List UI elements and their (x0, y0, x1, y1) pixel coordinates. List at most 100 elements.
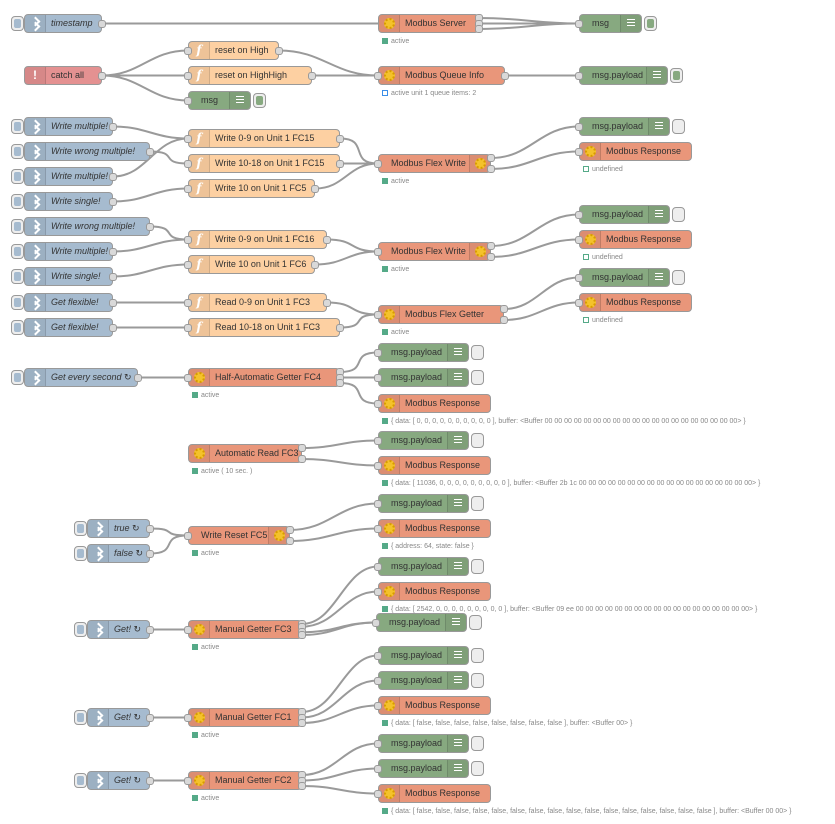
input-port[interactable] (374, 159, 382, 168)
node-dbg-mg2a[interactable]: msg.payload (378, 734, 469, 753)
node-inj-wm1[interactable]: Write multiple! (24, 117, 113, 136)
output-port[interactable] (336, 379, 344, 387)
wire[interactable] (112, 238, 189, 253)
wire[interactable] (301, 565, 379, 625)
debug-toggle-button[interactable] (253, 93, 266, 108)
node-inj-ws1[interactable]: Write single! (24, 192, 113, 211)
input-port[interactable] (374, 310, 382, 319)
input-port[interactable] (184, 776, 192, 785)
input-port[interactable] (575, 273, 583, 282)
input-port[interactable] (184, 625, 192, 634)
input-port[interactable] (184, 323, 192, 332)
node-resp-fw2[interactable]: Modbus Response (579, 230, 692, 249)
node-dbg-ha1[interactable]: msg.payload (378, 343, 469, 362)
debug-toggle-button[interactable] (471, 673, 484, 688)
debug-toggle-button[interactable] (471, 370, 484, 385)
output-port[interactable] (146, 549, 154, 558)
wire[interactable] (339, 313, 379, 329)
inject-trigger-button[interactable] (11, 219, 24, 234)
node-resp-ha[interactable]: Modbus Response (378, 394, 491, 413)
debug-toggle-button[interactable] (471, 559, 484, 574)
debug-toggle-button[interactable] (471, 736, 484, 751)
debug-toggle-button[interactable] (471, 761, 484, 776)
wire[interactable] (301, 704, 379, 724)
inject-trigger-button[interactable] (11, 194, 24, 209)
wire[interactable] (101, 49, 189, 77)
input-port[interactable] (184, 298, 192, 307)
input-port[interactable] (575, 71, 583, 80)
node-dbg-mg1b[interactable]: msg.payload (378, 671, 469, 690)
debug-toggle-button[interactable] (672, 207, 685, 222)
input-port[interactable] (374, 764, 382, 773)
node-modbus-server[interactable]: Modbus Server (378, 14, 479, 33)
output-port[interactable] (109, 298, 117, 307)
output-port[interactable] (336, 323, 344, 332)
output-port[interactable] (109, 247, 117, 256)
node-resp-mg2[interactable]: Modbus Response (378, 784, 491, 803)
debug-toggle-button[interactable] (672, 270, 685, 285)
node-inj-get1[interactable]: Get! ↻ (87, 708, 150, 727)
inject-trigger-button[interactable] (74, 710, 87, 725)
node-inj-ws2[interactable]: Write single! (24, 267, 113, 286)
inject-trigger-button[interactable] (11, 320, 24, 335)
output-port[interactable] (146, 625, 154, 634)
node-dbg-fw2[interactable]: msg.payload (579, 205, 670, 224)
input-port[interactable] (374, 71, 382, 80)
inject-trigger-button[interactable] (11, 119, 24, 134)
input-port[interactable] (184, 71, 192, 80)
output-port[interactable] (475, 25, 483, 33)
output-port[interactable] (298, 782, 306, 790)
inject-trigger-button[interactable] (11, 144, 24, 159)
node-inj-wwm1[interactable]: Write wrong multiple! (24, 142, 150, 161)
output-port[interactable] (146, 776, 154, 785)
wire[interactable] (301, 785, 379, 795)
input-port[interactable] (374, 348, 382, 357)
node-dbg-fg[interactable]: msg.payload (579, 268, 670, 287)
input-port[interactable] (575, 122, 583, 131)
output-port[interactable] (275, 46, 283, 55)
input-port[interactable] (374, 461, 382, 470)
node-flex-write1[interactable]: Modbus Flex Write (378, 154, 491, 173)
node-dbg-mg3a[interactable]: msg.payload (378, 557, 469, 576)
node-dbg-mg2b[interactable]: msg.payload (378, 759, 469, 778)
input-port[interactable] (575, 210, 583, 219)
wire[interactable] (301, 439, 379, 449)
inject-trigger-button[interactable] (74, 521, 87, 536)
output-port[interactable] (323, 298, 331, 307)
input-port[interactable] (374, 562, 382, 571)
inject-trigger-button[interactable] (74, 773, 87, 788)
debug-toggle-button[interactable] (471, 433, 484, 448)
output-port[interactable] (501, 71, 509, 80)
inject-trigger-button[interactable] (11, 16, 24, 31)
debug-toggle-button[interactable] (469, 615, 482, 630)
input-port[interactable] (374, 676, 382, 685)
input-port[interactable] (184, 260, 192, 269)
wire[interactable] (478, 17, 580, 25)
node-queue-info[interactable]: Modbus Queue Info (378, 66, 505, 85)
wire[interactable] (478, 22, 580, 30)
debug-toggle-button[interactable] (672, 119, 685, 134)
input-port[interactable] (184, 46, 192, 55)
debug-toggle-button[interactable] (471, 648, 484, 663)
output-port[interactable] (98, 19, 106, 28)
node-catch-all[interactable]: !catch all (24, 66, 102, 85)
wire[interactable] (490, 125, 580, 159)
inject-trigger-button[interactable] (74, 546, 87, 561)
wire[interactable] (301, 621, 377, 636)
input-port[interactable] (575, 19, 583, 28)
output-port[interactable] (487, 154, 495, 162)
node-dbg-mg1a[interactable]: msg.payload (378, 646, 469, 665)
output-port[interactable] (298, 444, 306, 452)
input-port[interactable] (184, 713, 192, 722)
inject-trigger-button[interactable] (11, 244, 24, 259)
output-port[interactable] (311, 184, 319, 193)
node-flex-write2[interactable]: Modbus Flex Write (378, 242, 491, 261)
output-port[interactable] (336, 159, 344, 168)
node-dbg-wr[interactable]: msg.payload (378, 494, 469, 513)
node-write-reset[interactable]: Write Reset FC5 (188, 526, 290, 545)
wire[interactable] (112, 187, 189, 203)
wire[interactable] (503, 276, 580, 310)
